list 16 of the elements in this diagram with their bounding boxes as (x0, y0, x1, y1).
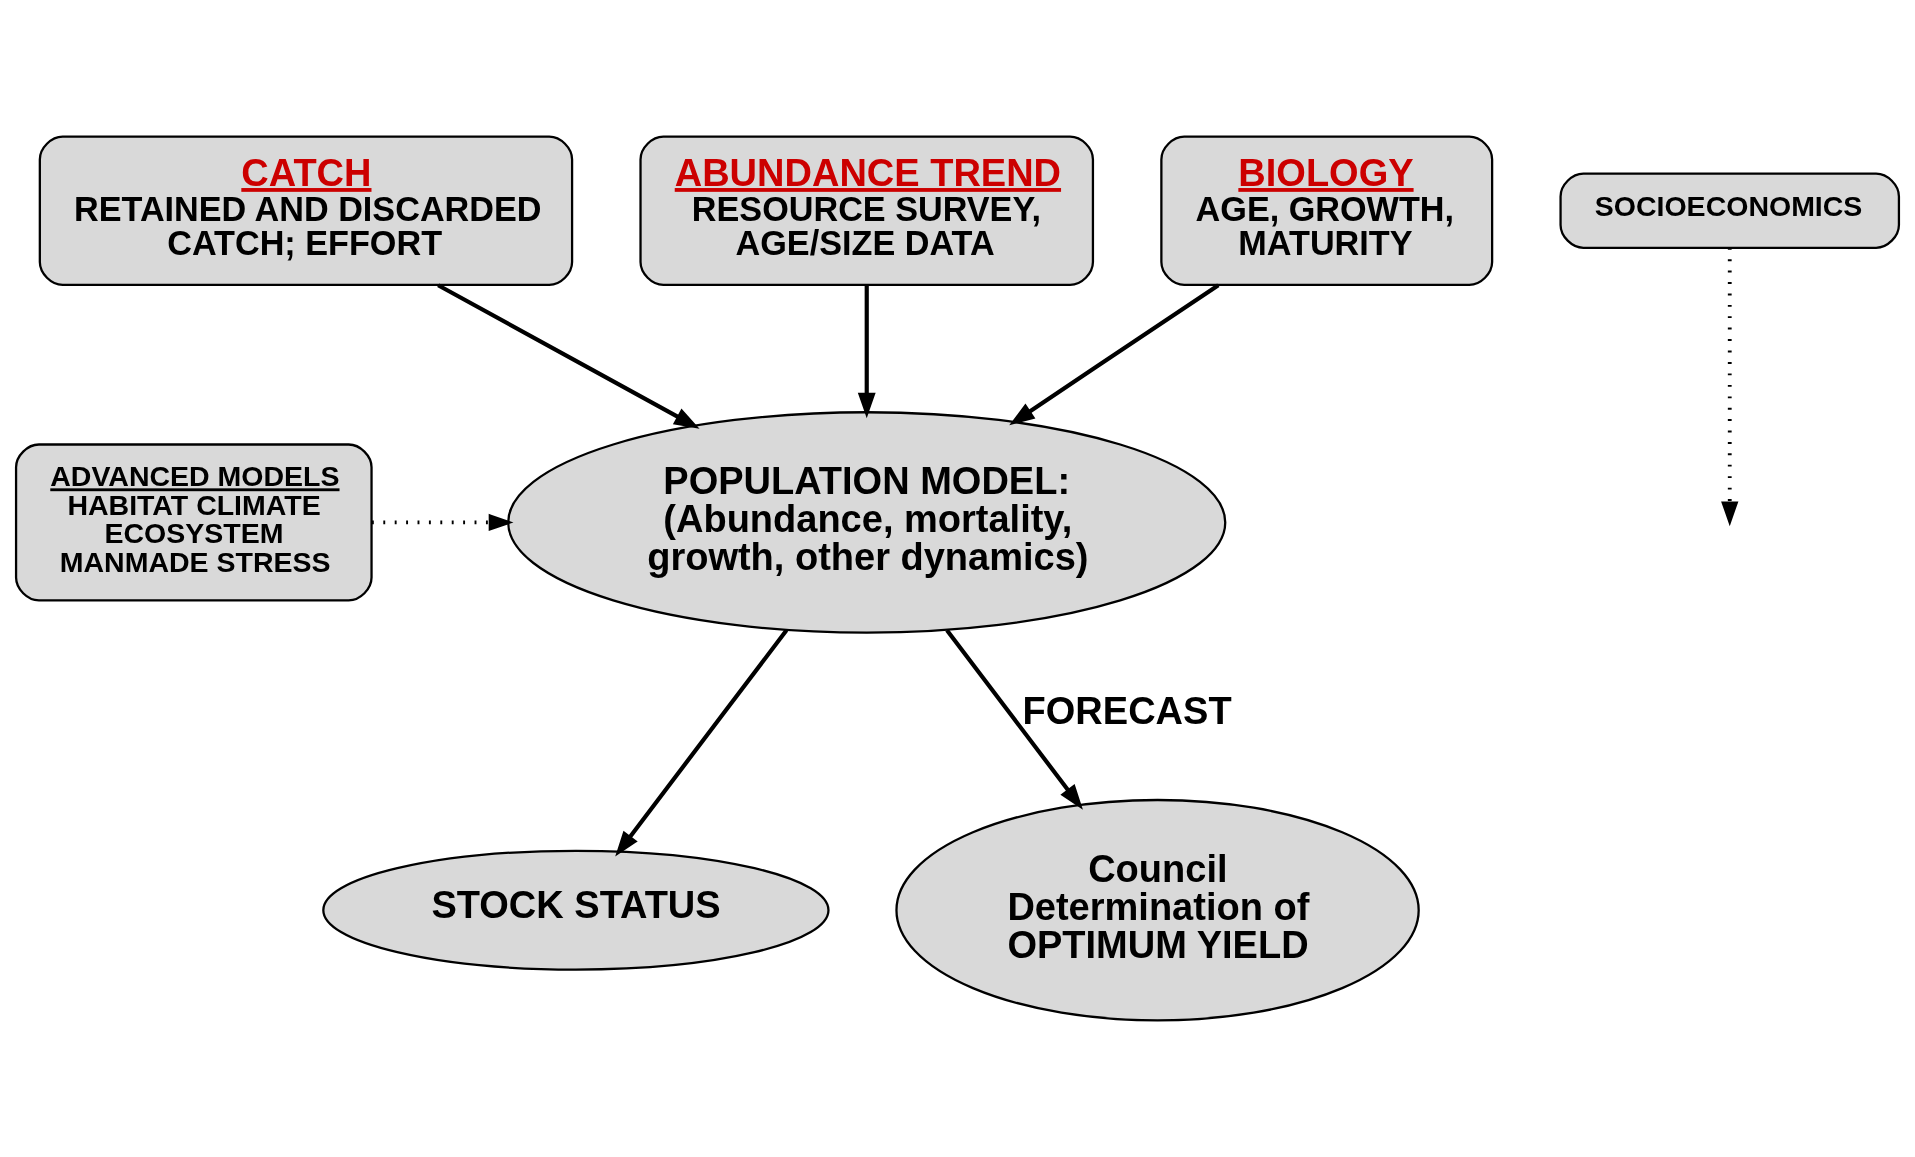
node-box: BIOLOGY AGE, GROWTH, MATURITY (1160, 135, 1494, 286)
node-box: CATCH RETAINED AND DISCARDED CATCH; EFFORT (38, 135, 574, 286)
arrow (945, 629, 1083, 810)
node-box: SOCIOECONOMICS (1559, 172, 1901, 249)
arrow (1721, 247, 1739, 527)
edge-label: FORECAST (1022, 689, 1232, 732)
node-ellipse: STOCK STATUS (322, 849, 830, 971)
node-box: ADVANCED MODELS HABITAT CLIMATE ECOSYSTEM MANMADE STRESS (14, 443, 373, 602)
arrow (857, 285, 876, 419)
arrow (371, 513, 514, 532)
arrow (437, 283, 700, 429)
arrow (615, 629, 789, 857)
node-ellipse: Council Determination of OPTIMUM YIELD (895, 798, 1420, 1022)
node-ellipse: POPULATION MODEL: (Abundance, mortality, growth, other dynamics) (507, 411, 1227, 634)
node-box: ABUNDANCE TREND RESOURCE SURVEY, AGE/SIZE DATA (639, 135, 1095, 286)
arrow (1009, 283, 1220, 426)
